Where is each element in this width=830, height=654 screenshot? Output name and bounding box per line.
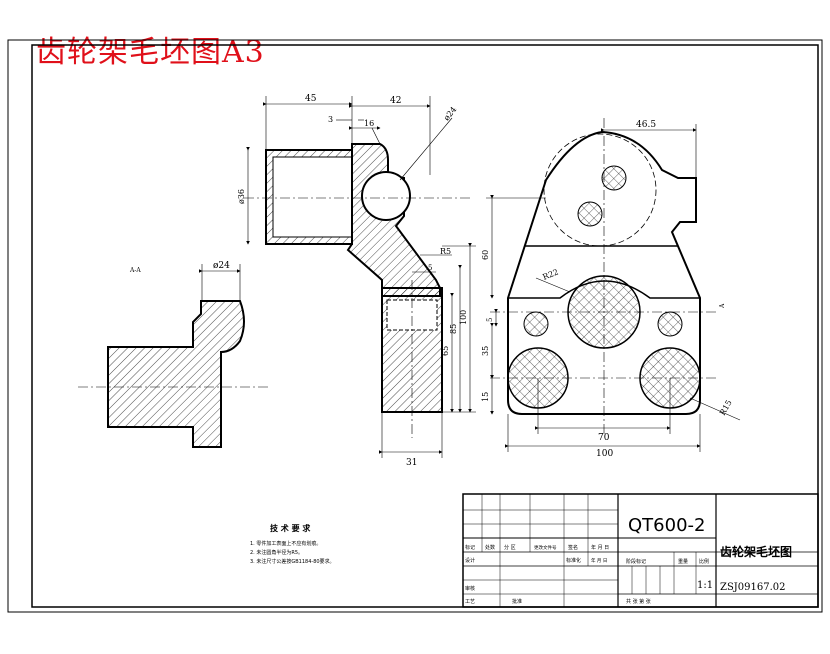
design-label: 设计 bbox=[465, 557, 475, 564]
dim-45: 45 bbox=[305, 94, 317, 104]
part-code: QT600-2 bbox=[628, 515, 705, 536]
dim-3: 3 bbox=[328, 115, 333, 124]
stage-label: 阶段标记 bbox=[626, 558, 646, 565]
inner-border bbox=[31, 44, 819, 608]
dim-5-right: 5 bbox=[486, 318, 494, 322]
row-label-signature: 签名 bbox=[568, 544, 578, 551]
tech-item-3: 3. 未注尺寸公差按GB1184-80要求。 bbox=[250, 558, 335, 565]
dim-35: 35 bbox=[481, 346, 490, 356]
dim-r5: R5 bbox=[440, 247, 451, 256]
right-view: 46.5 60 R22 5 35 15 70 100 R15 A bbox=[481, 118, 741, 459]
middle-view: 45 42 3 16 ø24 ø36 R5 5 100 85 65 31 bbox=[237, 94, 476, 468]
scale-value: 1:1 bbox=[697, 580, 713, 591]
tech-heading: 技 术 要 求 bbox=[270, 523, 311, 533]
dim-16: 16 bbox=[364, 119, 374, 128]
audit-label: 审核 bbox=[465, 585, 475, 592]
dim-31: 31 bbox=[406, 458, 417, 468]
drawing-number: ZSJ09167.02 bbox=[720, 582, 786, 593]
approve-label: 批准 bbox=[512, 598, 522, 605]
dim-100-horizontal: 100 bbox=[596, 449, 613, 459]
dim-60: 60 bbox=[481, 250, 490, 260]
dim-65: 65 bbox=[441, 346, 450, 356]
sheets-label: 共 张 第 张 bbox=[626, 598, 651, 605]
dim-phi24-ball: ø24 bbox=[442, 105, 458, 122]
technical-requirements: 技 术 要 求 1. 零件加工表面上不应有划痕。 2. 未注圆角半径为R5。 3… bbox=[250, 523, 335, 565]
dim-phi24-left: ø24 bbox=[213, 261, 230, 271]
row-label-zone: 分 区 bbox=[504, 544, 516, 551]
dim-70: 70 bbox=[598, 433, 610, 443]
row-label-date: 年 月 日 bbox=[591, 544, 609, 551]
left-section-view: ø24 A-A bbox=[78, 261, 268, 448]
tech-item-1: 1. 零件加工表面上不应有划痕。 bbox=[250, 540, 321, 547]
dim-r15: R15 bbox=[718, 398, 734, 417]
section-label-right: A bbox=[719, 303, 726, 309]
title-block: 标记 处数 分 区 更改文件号 签名 年 月 日 设计 标准化 年 月 日 审核… bbox=[462, 493, 819, 608]
row-label-count: 处数 bbox=[485, 544, 495, 551]
tech-item-2: 2. 未注圆角半径为R5。 bbox=[250, 549, 303, 556]
dim-phi36: ø36 bbox=[237, 189, 246, 204]
process-label: 工艺 bbox=[465, 599, 475, 605]
row-label-mark: 标记 bbox=[465, 544, 475, 551]
dim-15: 15 bbox=[481, 392, 490, 402]
drawing-title: 齿轮架毛坯图A3 bbox=[36, 35, 265, 70]
section-label-left: A-A bbox=[129, 267, 141, 274]
standard-label: 标准化 bbox=[566, 557, 581, 564]
ratio-label: 比例 bbox=[699, 558, 709, 565]
dim-46-5: 46.5 bbox=[636, 120, 656, 130]
part-name: 齿轮架毛坯图 bbox=[720, 544, 792, 559]
outer-border bbox=[7, 39, 823, 613]
dim-42: 42 bbox=[390, 96, 401, 106]
dim-85: 85 bbox=[449, 324, 458, 334]
dim-5-mid: 5 bbox=[428, 264, 432, 272]
sig-date: 年 月 日 bbox=[591, 557, 607, 564]
row-label-change-doc: 更改文件号 bbox=[534, 544, 557, 551]
dim-100-vertical: 100 bbox=[459, 310, 468, 325]
weight-label: 重量 bbox=[678, 558, 688, 565]
